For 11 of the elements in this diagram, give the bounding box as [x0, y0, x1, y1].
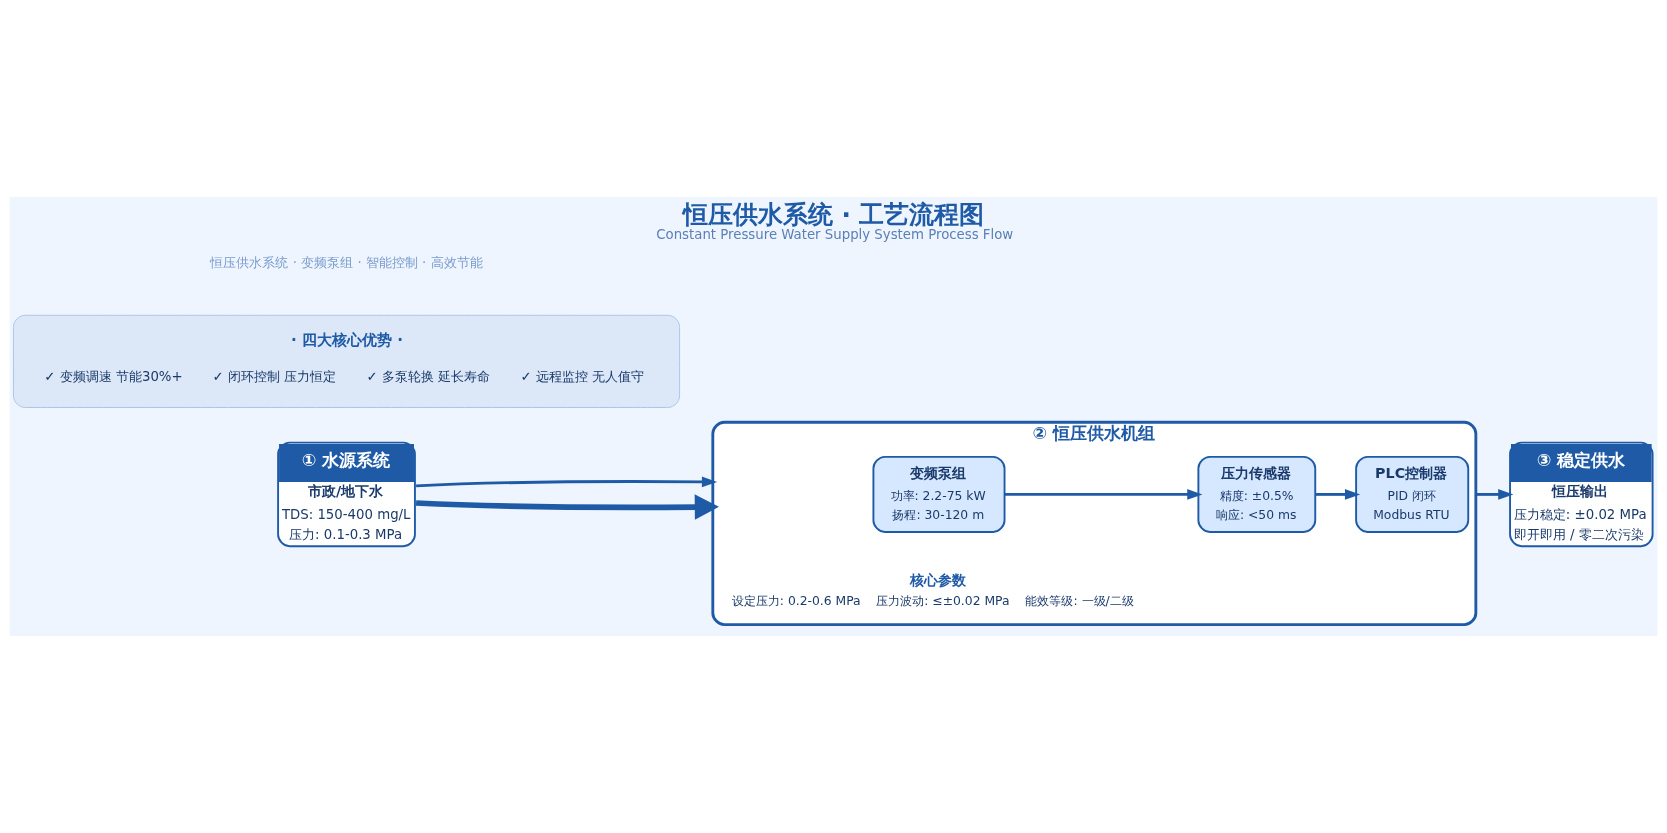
arrow [416, 476, 718, 488]
node-box: 压力传感器 精度: ±0.5% 响应: <50 ms [1197, 455, 1317, 533]
arrow [1315, 489, 1361, 500]
caption: Constant Pressure Water Supply System Process Flow [656, 227, 1014, 242]
arrow [415, 494, 719, 520]
node-box: 变频泵组 功率: 2.2-75 kW 扬程: 30-120 m [872, 455, 1006, 533]
node-box: · 四大核心优势 · ✓ 变频调速 节能30%+ ✓ 闭环控制 压力恒定 ✓ 多泵轮换 延长寿命 ✓ 远程监控 无人值守 [13, 314, 681, 408]
arrow [1004, 489, 1203, 500]
label: 恒压供水系统 · 变频泵组 · 智能控制 · 高效节能 [210, 255, 483, 271]
node-box: PLC控制器 PID 闭环 Modbus RTU [1355, 455, 1470, 533]
arrow [1475, 489, 1514, 500]
